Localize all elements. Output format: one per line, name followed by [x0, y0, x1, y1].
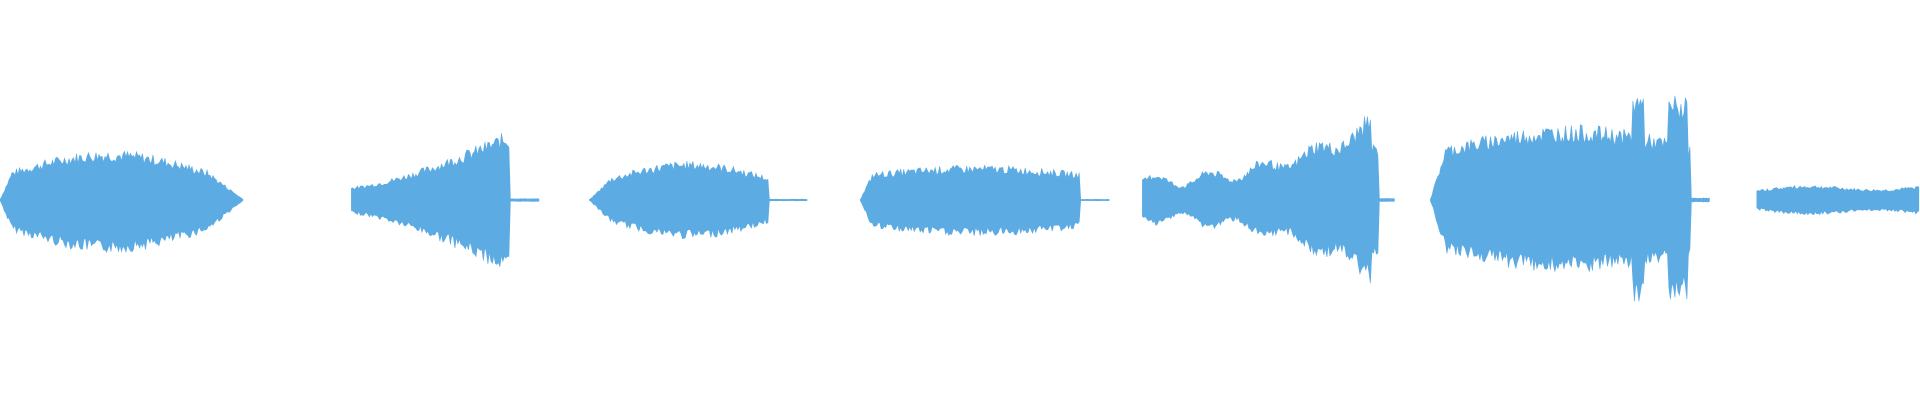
waveform-clip-6 — [1430, 95, 1710, 302]
waveform-clip-4 — [859, 164, 1110, 236]
waveform-clip-5 — [1142, 116, 1395, 284]
waveform-clips — [0, 95, 1920, 302]
waveform-clip-3 — [589, 161, 808, 239]
waveform-clip-7 — [1756, 184, 1920, 216]
waveform-clip-1 — [0, 150, 244, 254]
waveform-clip-2 — [351, 133, 540, 267]
